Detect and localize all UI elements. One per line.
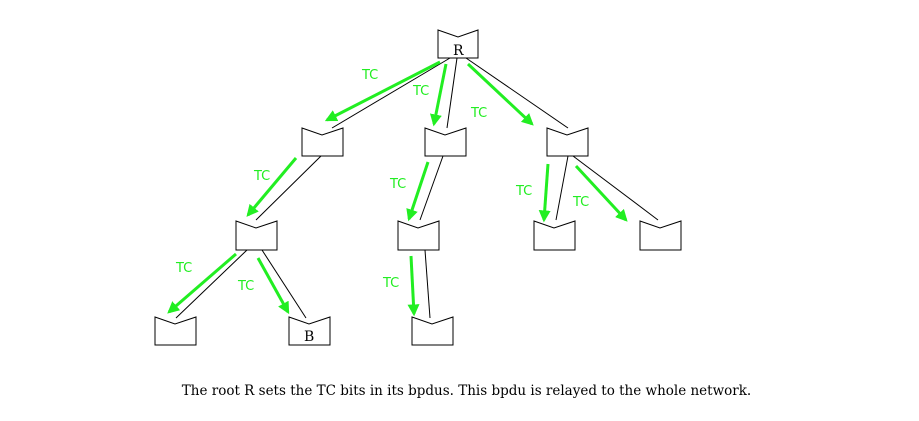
tc-labels: TC TC TC TC TC TC TC TC TC TC	[175, 68, 589, 294]
tc-arrow-sw4-b	[256, 257, 290, 315]
switch-icon	[411, 316, 454, 346]
link-sw1-sw4	[255, 155, 322, 221]
tc-label: TC	[361, 68, 378, 83]
link-sw5-sw9	[424, 249, 431, 319]
link-sw2-sw5	[419, 155, 444, 221]
switch-icon	[437, 29, 479, 59]
switch-icon	[288, 316, 331, 346]
link-r-sw1	[331, 57, 451, 129]
tc-arrows	[167, 60, 628, 317]
link-r-sw3	[465, 57, 569, 129]
link-sw4-sw8	[175, 249, 248, 319]
figure-caption: The root R sets the TC bits in its bpdus…	[181, 383, 752, 399]
tree-links	[175, 57, 659, 319]
link-sw3-sw6	[555, 155, 569, 221]
tc-arrow-sw2-sw5	[406, 161, 430, 222]
tc-label: TC	[389, 177, 406, 192]
tc-arrow-sw4-sw8	[167, 252, 237, 314]
tc-label: TC	[237, 279, 254, 294]
tc-label: TC	[412, 84, 429, 99]
switch-icon	[546, 127, 589, 157]
tc-label: TC	[175, 261, 192, 276]
tc-label: TC	[515, 184, 532, 199]
tc-arrow-sw3-sw6	[538, 163, 551, 223]
switch-icon	[154, 316, 197, 346]
tc-label: TC	[253, 169, 270, 184]
tc-arrow-r-sw2	[429, 63, 448, 127]
switch-icon	[533, 220, 576, 251]
tc-arrow-r-sw3	[466, 62, 534, 126]
tc-arrow-sw1-sw4	[246, 157, 298, 217]
tc-label: TC	[470, 106, 487, 121]
tc-label: TC	[382, 276, 399, 291]
root-switch-label: R	[453, 43, 464, 59]
switch-icon	[301, 127, 344, 157]
link-sw3-sw7	[572, 155, 659, 221]
link-sw4-b	[261, 249, 307, 319]
switch-icon	[424, 127, 467, 157]
switch-icon	[397, 220, 440, 251]
bridge-b-label: B	[304, 329, 314, 345]
tc-label: TC	[572, 195, 589, 210]
link-r-sw2	[446, 57, 458, 129]
switch-icon	[639, 220, 682, 251]
switches: R B	[154, 29, 682, 346]
tc-arrow-sw5-sw9	[407, 255, 420, 317]
switch-icon	[235, 220, 278, 251]
tc-arrow-r-sw1	[324, 60, 441, 122]
tc-arrow-sw3-sw7	[574, 164, 628, 222]
